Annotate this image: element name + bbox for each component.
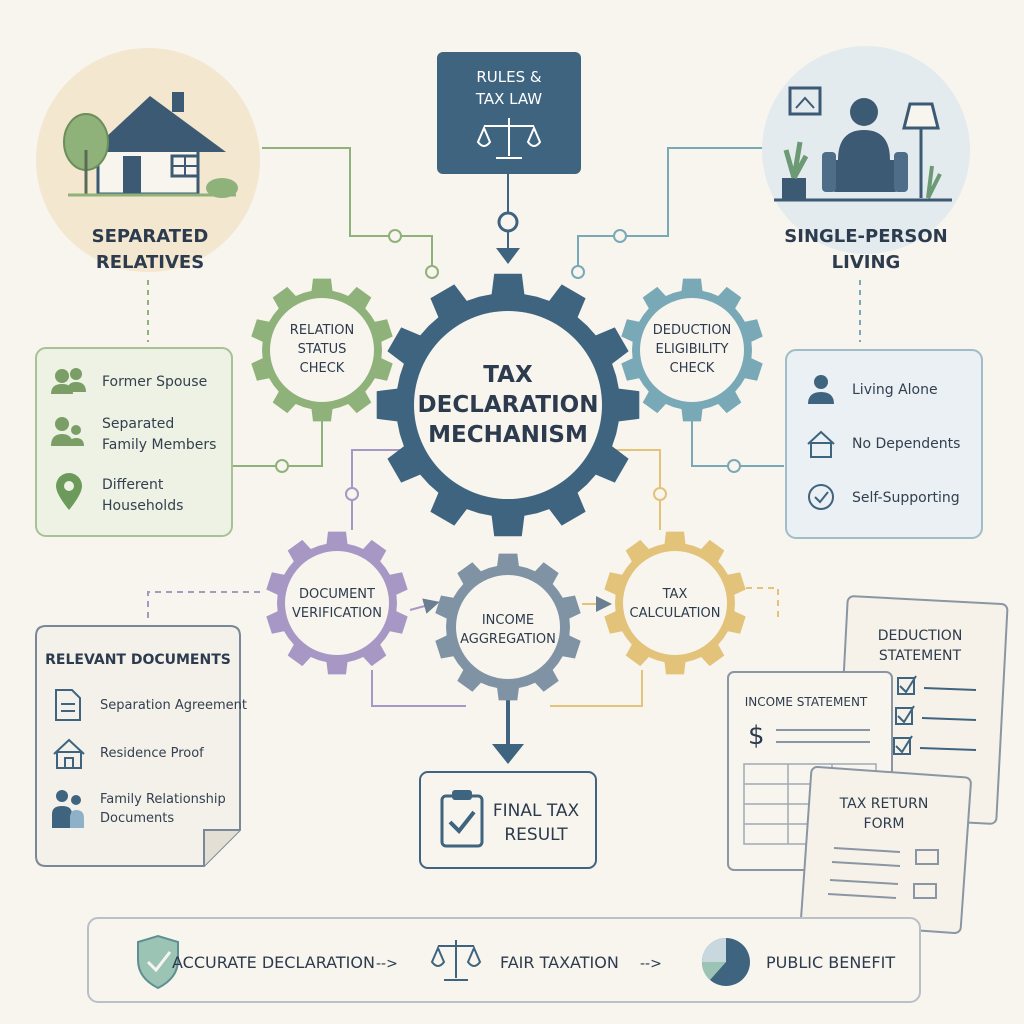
outcome-fair: FAIR TAXATION [500, 953, 619, 972]
deduction-gear-line2: ELIGIBILITY [656, 342, 729, 357]
couple-icon [51, 368, 86, 394]
document-gear-face [285, 551, 389, 655]
rules-tax-law-box: RULES & TAX LAW [437, 52, 581, 174]
doc-item-2: Residence Proof [100, 746, 204, 761]
single-person-panel: SINGLE-PERSON LIVING [762, 46, 970, 273]
fair-scales-icon [430, 940, 482, 981]
deduction-gear-line3: CHECK [670, 361, 715, 376]
person-on-sofa-icon [774, 86, 952, 202]
home-icon [807, 430, 835, 458]
relation-gear-line3: CHECK [300, 361, 345, 376]
doc-item-1: Separation Agreement [100, 698, 247, 713]
income-gear-line2: AGGREGATION [460, 632, 556, 647]
left-item-3-line1: Different [102, 477, 164, 493]
outcome-arrow-1: --> [376, 956, 398, 972]
doc-item-3-line2: Documents [100, 811, 174, 826]
right-item-1: Living Alone [852, 382, 938, 398]
documents-title: RELEVANT DOCUMENTS [45, 652, 231, 668]
outcome-bar: ACCURATE DECLARATION --> FAIR TAXATION -… [87, 917, 921, 1003]
outcome-public: PUBLIC BENEFIT [766, 953, 895, 972]
doc-item-3-line1: Family Relationship [100, 792, 226, 807]
document-gear-line2: VERIFICATION [292, 606, 382, 621]
right-item-2: No Dependents [852, 436, 960, 452]
deduction-gear-face [640, 298, 744, 402]
center-gear-line3: MECHANISM [428, 422, 588, 448]
residence-icon [53, 738, 85, 769]
left-item-1: Former Spouse [102, 374, 207, 390]
shield-check-icon [137, 934, 179, 990]
final-line2: RESULT [504, 825, 568, 845]
income-gear-line1: INCOME [482, 613, 534, 628]
separated-relatives-panel: SEPARATED RELATIVES [36, 48, 260, 273]
relation-gear-line2: STATUS [298, 342, 347, 357]
single-details-box: Living Alone No Dependents Self-Supporti… [785, 349, 983, 539]
tax-gear-line2: CALCULATION [630, 606, 721, 621]
outcome-arrow-2: --> [640, 956, 662, 972]
right-item-3: Self-Supporting [852, 490, 960, 506]
arrow-to-center-icon [496, 248, 520, 264]
connector-lines [147, 147, 861, 748]
final-tax-result-box: FINAL TAX RESULT [419, 771, 597, 869]
form-lines [827, 847, 939, 899]
deduction-form-line1: DEDUCTION [878, 628, 963, 644]
family-icon [51, 417, 84, 446]
pie-chart-icon [701, 938, 750, 986]
relevant-documents-box: RELEVANT DOCUMENTS Separation Agreement … [35, 625, 247, 867]
relation-gear-line1: RELATION [290, 323, 354, 338]
central-gear-face [414, 311, 602, 499]
checklist-icon [893, 675, 977, 755]
house-tree-icon [63, 92, 238, 198]
connector-nodes [275, 211, 741, 501]
scales-icon [476, 118, 542, 159]
left-item-2-line1: Separated [102, 416, 174, 432]
outcome-accurate: ACCURATE DECLARATION [172, 953, 375, 972]
checkmark-circle-icon [808, 484, 834, 510]
arrow-to-result-icon [492, 744, 524, 764]
document-icon [55, 689, 81, 721]
final-line1: FINAL TAX [493, 801, 580, 821]
separated-details-box: Former Spouse Separated Family Members D… [35, 347, 233, 537]
tax-return-form: TAX RETURN FORM [800, 766, 972, 934]
rules-line1: RULES & [476, 68, 542, 86]
deduction-form-line2: STATEMENT [879, 648, 962, 664]
person-icon [808, 375, 834, 404]
left-item-2-line2: Family Members [102, 437, 216, 453]
taxreturn-line1: TAX RETURN [839, 796, 929, 812]
relation-gear-face [270, 298, 374, 402]
income-form-title: INCOME STATEMENT [745, 695, 868, 709]
deduction-gear-line1: DEDUCTION [653, 323, 732, 338]
location-pin-icon [56, 473, 82, 510]
single-title-line2: LIVING [832, 252, 901, 273]
separated-title-line2: RELATIVES [96, 252, 204, 273]
taxreturn-line2: FORM [864, 816, 905, 832]
center-gear-line2: DECLARATION [418, 392, 599, 418]
separated-title-line1: SEPARATED [92, 226, 209, 247]
left-item-3-line2: Households [102, 498, 183, 514]
center-gear-line1: TAX [483, 362, 533, 388]
single-title-line1: SINGLE-PERSON [784, 226, 947, 247]
dollar-sign: $ [748, 721, 765, 751]
document-gear-line1: DOCUMENT [299, 587, 375, 602]
family-relationship-icon [52, 790, 84, 828]
income-gear-face [456, 575, 560, 679]
rules-line2: TAX LAW [475, 90, 542, 108]
tax-gear-face [623, 551, 727, 655]
tax-gear-line1: TAX [662, 587, 688, 602]
clipboard-check-icon [440, 790, 484, 848]
